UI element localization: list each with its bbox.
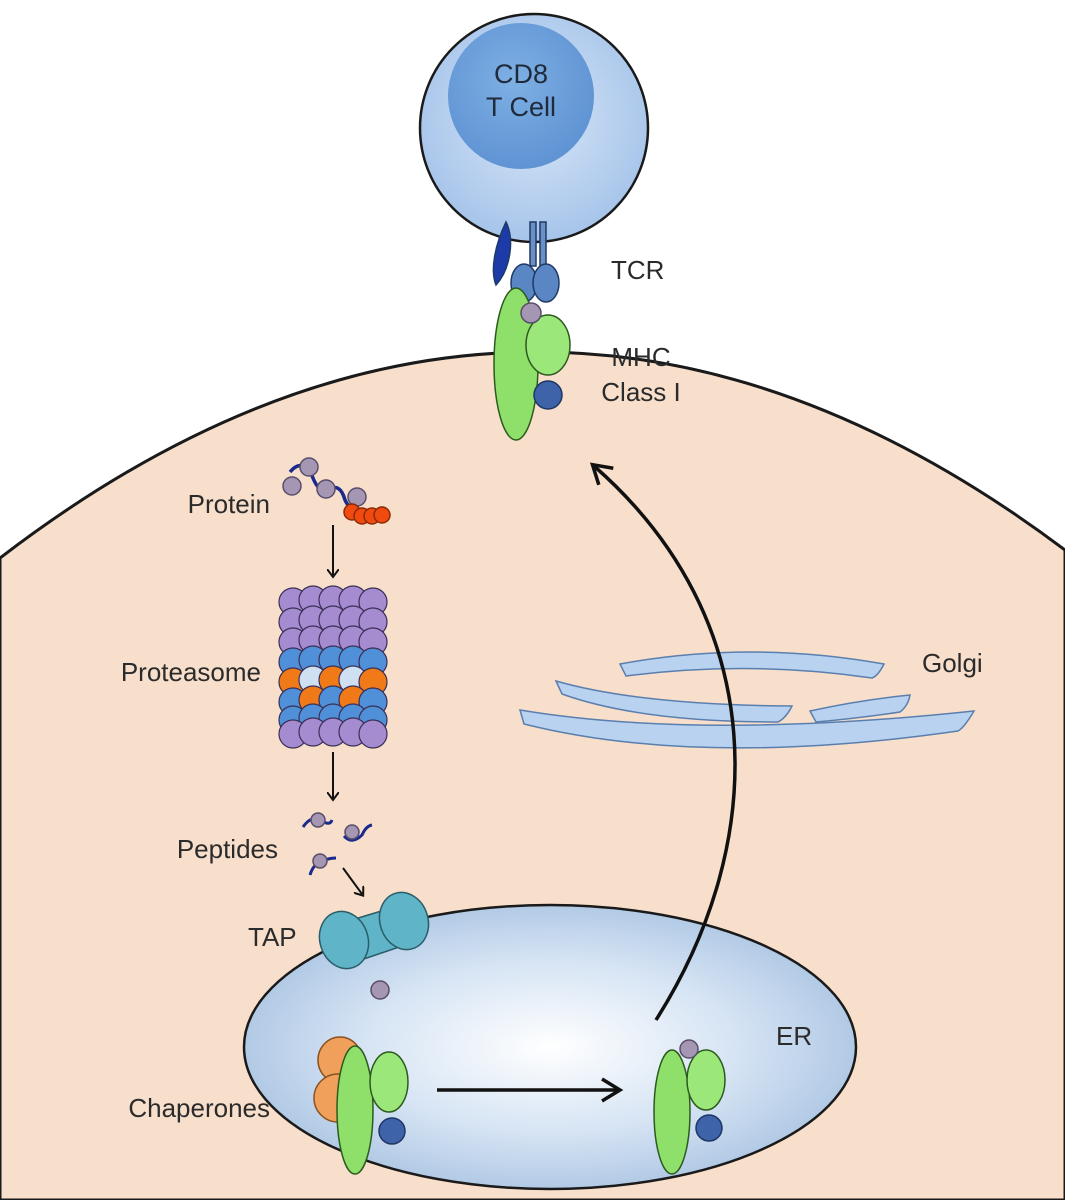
peptides-label: Peptides — [177, 834, 278, 864]
proteasome — [278, 585, 388, 749]
proteasome-label: Proteasome — [121, 657, 261, 687]
proteasome-subunit — [358, 719, 388, 749]
protein-label: Protein — [188, 489, 270, 519]
mhc-label-line2: Class I — [601, 377, 680, 407]
tcr-label: TCR — [611, 255, 664, 285]
mhc-class-i-loaded — [653, 1039, 726, 1175]
tcell-label-line2: T Cell — [486, 92, 556, 122]
arrow-peptides-to-tap — [342, 867, 362, 894]
mhc-label-line1: MHC — [611, 342, 670, 372]
peptide-in-er — [370, 980, 390, 1000]
chaperones-label: Chaperones — [128, 1093, 270, 1123]
cd8-t-cell: CD8 T Cell — [418, 12, 650, 244]
mhc-class-i-loading — [336, 1045, 409, 1175]
ubiquitin-chain — [343, 503, 391, 525]
golgi-label: Golgi — [922, 648, 983, 678]
protein-chain — [282, 457, 367, 513]
mhc-class-i-surface — [493, 287, 571, 441]
peptide-fragments — [301, 812, 373, 876]
tcell-label-line1: CD8 — [494, 59, 548, 89]
tap-label: TAP — [248, 922, 297, 952]
tap-transporter — [318, 891, 430, 970]
arrow-export-to-surface — [589, 462, 737, 1021]
er-label: ER — [776, 1021, 812, 1051]
